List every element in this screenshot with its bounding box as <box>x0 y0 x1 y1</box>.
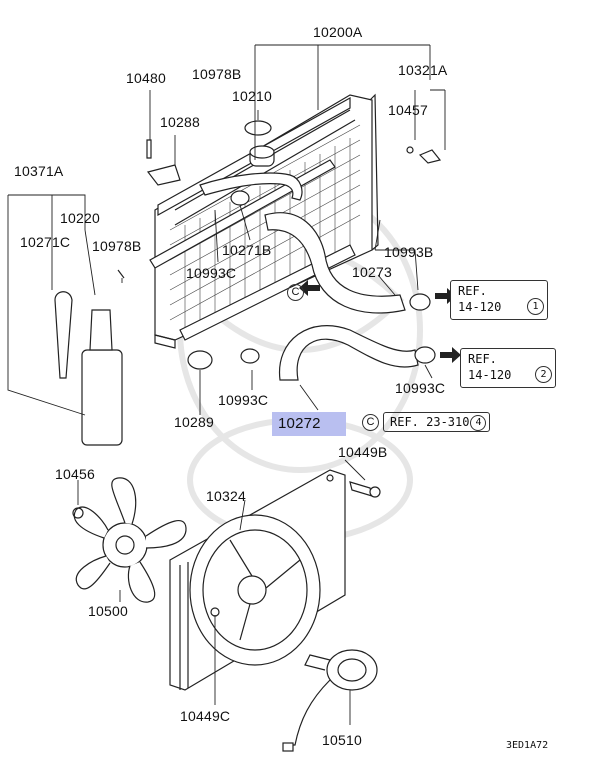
reservoir-tank <box>54 269 125 446</box>
label-10288[interactable]: 10288 <box>160 114 200 130</box>
hose-10272 <box>278 325 419 381</box>
hose-10273 <box>264 212 406 314</box>
fan-motor <box>282 649 378 752</box>
marker-c-radiator: C <box>287 284 304 301</box>
label-10978B-left[interactable]: 10978B <box>92 238 142 254</box>
label-10220[interactable]: 10220 <box>60 210 100 226</box>
label-10371A[interactable]: 10371A <box>14 163 64 179</box>
label-10271C[interactable]: 10271C <box>20 234 71 250</box>
label-10993C-mid[interactable]: 10993C <box>218 392 269 408</box>
ref-box-3[interactable]: REF. 23-310 4 <box>383 412 491 432</box>
marker-c-ref: C <box>362 414 379 431</box>
label-10993B[interactable]: 10993B <box>384 244 434 260</box>
ref-box-1-code: 14-120 <box>458 300 502 314</box>
label-10273[interactable]: 10273 <box>352 264 392 280</box>
ref-box-3-text: REF. 23-310 <box>390 415 470 429</box>
highlight-10272 <box>272 412 346 436</box>
diagram-code: 3ED1A72 <box>506 740 549 751</box>
ref-box-2-title: REF. <box>468 352 497 366</box>
label-10449C[interactable]: 10449C <box>180 708 231 724</box>
label-10324[interactable]: 10324 <box>206 488 246 504</box>
label-10993C-right[interactable]: 10993C <box>395 380 446 396</box>
fan-10500 <box>72 477 187 603</box>
ref-box-2-code: 14-120 <box>468 368 512 382</box>
ref-box-1-title: REF. <box>458 284 487 298</box>
ref-box-2-number: 2 <box>535 366 552 383</box>
label-10289[interactable]: 10289 <box>174 414 214 430</box>
label-10457[interactable]: 10457 <box>388 102 428 118</box>
label-10449B[interactable]: 10449B <box>338 444 388 460</box>
ref-box-1-number: 1 <box>527 298 544 315</box>
label-10510[interactable]: 10510 <box>322 732 362 748</box>
label-10210[interactable]: 10210 <box>232 88 272 104</box>
ref-box-2[interactable]: REF. 14-120 2 <box>460 348 556 388</box>
label-10321A[interactable]: 10321A <box>398 62 448 78</box>
label-10272[interactable]: 10272 <box>278 415 321 432</box>
label-10200A[interactable]: 10200A <box>313 24 363 40</box>
label-10456[interactable]: 10456 <box>55 466 95 482</box>
label-10993C-upper[interactable]: 10993C <box>186 265 237 281</box>
label-10480[interactable]: 10480 <box>126 70 166 86</box>
ref-box-1[interactable]: REF. 14-120 1 <box>450 280 548 320</box>
ref-box-3-number: 4 <box>470 415 487 431</box>
fan-shroud <box>169 469 346 691</box>
label-10978B-top[interactable]: 10978B <box>192 66 242 82</box>
label-10500[interactable]: 10500 <box>88 603 128 619</box>
label-10271B[interactable]: 10271B <box>222 242 272 258</box>
